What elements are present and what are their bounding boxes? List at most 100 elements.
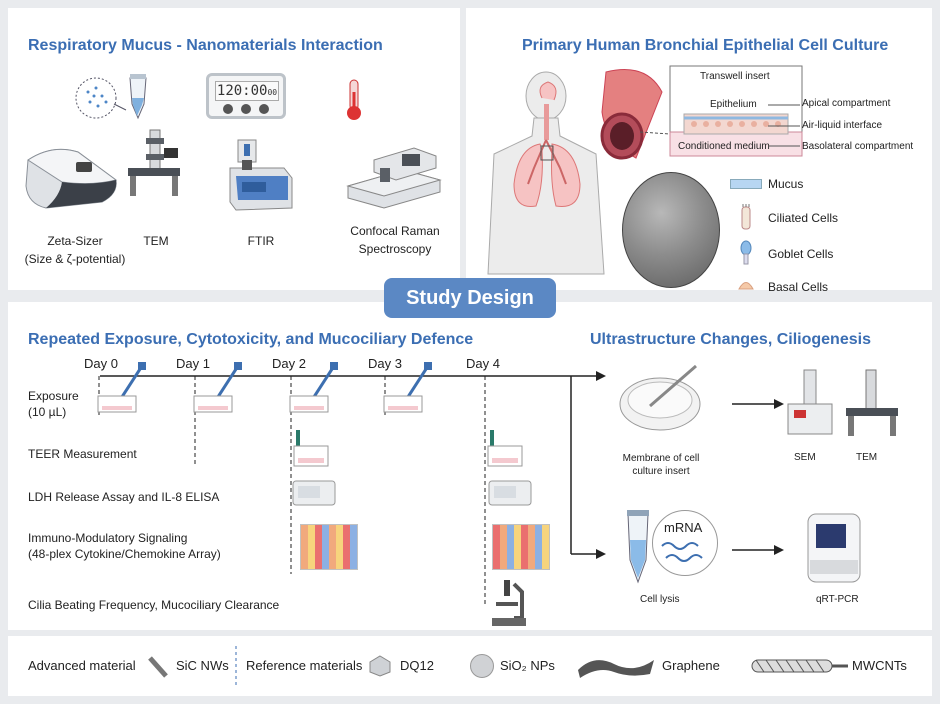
thermometer-icon (347, 79, 361, 120)
dq12-label: DQ12 (400, 658, 434, 673)
basal-cell-icon (738, 282, 754, 290)
teer-electrode-icon-day2 (293, 430, 329, 467)
timer-icon: 120:0000 (206, 73, 286, 119)
study-design-badge: Study Design (384, 278, 556, 318)
apical-compartment-label: Apical compartment (802, 98, 891, 109)
mucus-panel-title: Respiratory Mucus - Nanomaterials Intera… (28, 37, 383, 54)
sem-instrument-icon (787, 369, 833, 435)
day-0-label: Day 0 (84, 356, 118, 371)
teer-row-label: TEER Measurement (28, 447, 137, 461)
raman-label: Confocal Raman Spectroscopy (340, 224, 450, 256)
exposure-icons (97, 362, 432, 413)
timeline-axis (98, 371, 606, 604)
pipette-icon-day2 (289, 362, 338, 413)
epithelium-label: Epithelium (710, 99, 757, 110)
mrna-label: mRNA (664, 520, 703, 535)
exposure-row-line1: Exposure (28, 389, 79, 403)
ciliated-cells-label: Ciliated Cells (768, 211, 839, 225)
ftir-label: FTIR (247, 234, 275, 248)
ultrastructure-panel-title: Ultrastructure Changes, Ciliogenesis (590, 331, 871, 348)
sample-tube-icon (75, 74, 147, 120)
cell-lysis-label: Cell lysis (640, 594, 680, 605)
zeta-sizer-label-line2: (Size & ζ-potential) (24, 252, 126, 266)
raman-label-line1: Confocal Raman (350, 224, 440, 238)
plate-reader-icon-day4 (488, 480, 532, 506)
immuno-row-line1: Immuno-Modulatory Signaling (28, 531, 188, 545)
mucus-panel (8, 8, 460, 290)
reference-materials-label: Reference materials (246, 658, 363, 673)
immuno-row-label: Immuno-Modulatory Signaling (48-plex Cyt… (28, 531, 221, 561)
epithelium-micrograph (622, 172, 720, 288)
compartment-leader-lines (768, 104, 800, 147)
culture-membrane-icon (619, 364, 701, 431)
graphene-icon (578, 660, 654, 678)
zeta-sizer-label-line1: Zeta-Sizer (47, 234, 103, 248)
culture-panel-title: Primary Human Bronchial Epithelial Cell … (522, 37, 889, 54)
goblet-cells-label: Goblet Cells (768, 247, 834, 261)
mucus-legend-label: Mucus (768, 177, 804, 191)
raman-label-line2: Spectroscopy (358, 242, 432, 256)
ciliated-cell-icon (741, 204, 751, 230)
advanced-material-label: Advanced material (28, 658, 136, 673)
air-liquid-interface-label: Air-liquid interface (802, 120, 883, 131)
tem-instrument-icon (846, 369, 898, 436)
zeta-sizer-icon (25, 148, 118, 209)
transwell-insert-icon (669, 65, 803, 157)
timer-sub: 00 (267, 88, 278, 97)
basal-cells-label: Basal Cells (768, 280, 829, 294)
sio2-nps-icon (470, 654, 494, 678)
timer-screen: 120:0000 (215, 81, 279, 101)
tem-ultra-label: TEM (856, 452, 878, 463)
zeta-sizer-label: Zeta-Sizer (Size & ζ-potential) (10, 234, 140, 266)
mucus-legend-swatch (730, 179, 762, 189)
exposure-row-line2: (10 µL) (28, 405, 67, 419)
lysis-tube-icon (627, 510, 649, 584)
study-panel (8, 302, 932, 630)
light-microscope-icon (492, 580, 526, 626)
pipette-icon-day1 (193, 362, 242, 413)
day-4-label: Day 4 (466, 356, 500, 371)
ultrastructure-arrows (732, 399, 784, 555)
conditioned-medium-label: Conditioned medium (678, 141, 770, 152)
mwcnts-label: MWCNTs (852, 658, 907, 673)
sic-nws-icon (148, 656, 168, 678)
qrtpcr-icon (807, 513, 861, 583)
membrane-label-line1: Membrane of cell (622, 453, 700, 464)
exposure-row-label: Exposure (10 µL) (28, 389, 79, 419)
sic-nws-label: SiC NWs (176, 658, 229, 673)
teer-electrode-icon-day4 (487, 430, 523, 467)
pipette-icon-day3 (383, 362, 432, 413)
cytokine-heatmap-day4 (492, 524, 550, 570)
raman-icon (346, 147, 442, 209)
plate-reader-icon-day2 (292, 480, 336, 506)
pipette-icon-day0 (97, 362, 146, 413)
tem-microscope-icon (128, 129, 180, 196)
bronchus-icon (600, 69, 671, 160)
ldh-row-label: LDH Release Assay and IL-8 ELISA (28, 490, 220, 504)
tem-label: TEM (143, 234, 169, 248)
membrane-label-line2: culture insert (632, 466, 690, 477)
mrna-bubble (652, 510, 718, 576)
graphene-label: Graphene (662, 658, 720, 673)
materials-divider (235, 646, 237, 686)
day-1-label: Day 1 (176, 356, 210, 371)
day-3-label: Day 3 (368, 356, 402, 371)
sio2-nps-label: SiO₂ NPs (500, 658, 555, 673)
timer-display: 120:00 (216, 83, 268, 99)
cytokine-heatmap-day2 (300, 524, 358, 570)
sem-label: SEM (794, 452, 816, 463)
transwell-insert-label: Transwell insert (700, 71, 770, 82)
cilia-row-label: Cilia Beating Frequency, Mucociliary Cle… (28, 598, 280, 612)
membrane-label: Membrane of cell culture insert (606, 453, 716, 477)
mrna-strands-icon (661, 542, 703, 562)
dq12-icon (369, 655, 391, 677)
exposure-panel-title: Repeated Exposure, Cytotoxicity, and Muc… (28, 331, 474, 348)
goblet-cell-icon (740, 240, 752, 265)
day-2-label: Day 2 (272, 356, 306, 371)
basolateral-compartment-label: Basolateral compartment (802, 141, 914, 152)
qrtpcr-label: qRT-PCR (816, 594, 859, 605)
immuno-row-line2: (48-plex Cytokine/Chemokine Array) (28, 547, 221, 561)
ftir-icon (229, 139, 293, 211)
human-lungs-icon (487, 71, 605, 275)
